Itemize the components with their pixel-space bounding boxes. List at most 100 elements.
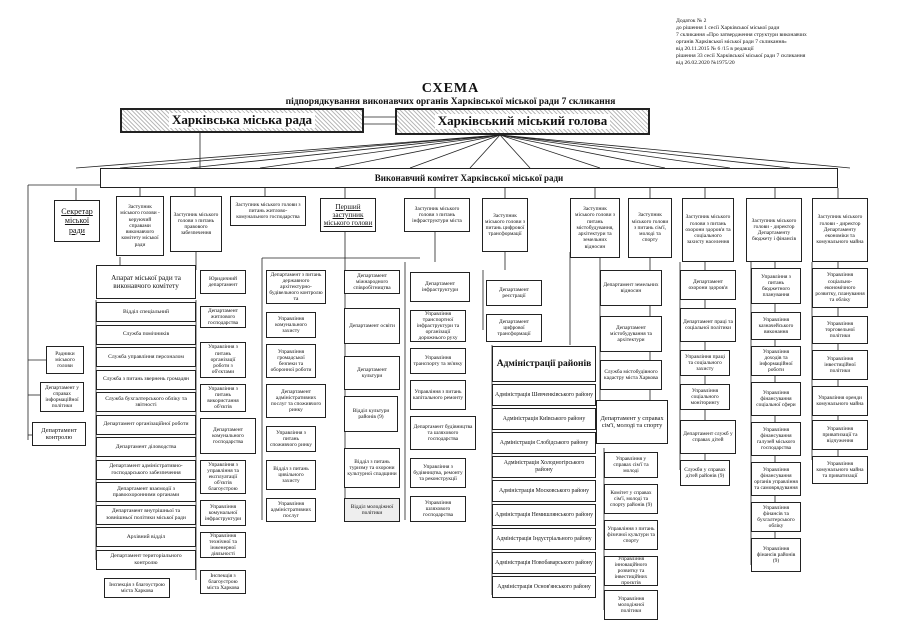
finance-box-label: Управління казначейського виконання	[758, 316, 794, 336]
health-box: Управління соціального моніторингу	[680, 384, 730, 410]
apparatus-item: Служба помічників	[96, 324, 196, 345]
urban-box-label: Департамент містобудування та архітектур…	[610, 324, 652, 344]
infrastructure-box: Департамент інфраструктури	[410, 272, 470, 302]
education-box-label: Департамент міжнародного співробітництва	[353, 272, 391, 292]
legal-dept-box-label: Управління з питань використання об'єкті…	[207, 385, 239, 411]
infrastructure-box: Управління з питань капітального ремонту	[410, 380, 466, 410]
apparatus-box: Апарат міської ради та виконавчого коміт…	[96, 265, 196, 299]
first-deputy-box-label: Департамент з питань державного архітект…	[269, 271, 323, 303]
deputy-label: Заступник міського голови з питань цифро…	[485, 212, 525, 238]
economy-box-label: Управління приватизації та відчуження	[822, 425, 858, 445]
education-box-label: Відділ з питань туризму та охорони культ…	[347, 458, 397, 478]
deputy-label: Заступник міського голови з питань житло…	[235, 201, 301, 221]
deputy-label: Перший заступник міського голови	[323, 202, 373, 228]
page-subtitle: підпорядкування виконавчих органів Харкі…	[285, 97, 616, 107]
apparatus-item-label: Архівний відділ	[126, 533, 166, 540]
secretary-label: Секретар міської ради	[61, 207, 93, 235]
legal-dept-box: Юридичний департамент	[200, 270, 246, 294]
education-box: Департамент освіти	[344, 308, 400, 344]
urban-box: Департамент земельних відносин	[600, 270, 662, 306]
district-box-label: Адміністрація Слобідського району	[499, 439, 589, 446]
advisers-label: Радники міського голови	[55, 350, 75, 370]
legal-dept-box: Управління з питань використання об'єкті…	[200, 384, 246, 412]
first-deputy-box-label: Відділ з питань цивільного захисту	[273, 465, 309, 485]
infrastructure-box-label: Управління транспорту та зв'язку	[413, 354, 463, 367]
finance-box: Управління з питань бюджетного плануванн…	[751, 268, 801, 304]
education-box: Відділ культури районів (9)	[344, 396, 398, 432]
deputy-label: Заступник міського голови з питань місто…	[575, 206, 615, 250]
economy-box-label: Управління торговельної політики	[825, 320, 855, 340]
infrastructure-box: Департамент будівництва та шляхового гос…	[410, 416, 476, 450]
legal-dept-box-label: Управління з управління та експлуатації …	[207, 461, 239, 493]
note-line: від 20.11.2015 № 6 /15 в редакції	[676, 45, 754, 52]
infrastructure-box-label: Управління транспортної інфраструктури т…	[416, 310, 460, 342]
health-box-label: Управління соціального моніторингу	[690, 387, 720, 407]
legal-dept-box-label: Департамент житлового господарства	[207, 307, 239, 327]
economy-box: Управління інвестиційної політики	[812, 350, 868, 380]
city-council-label: Харківська міська рада	[168, 112, 316, 128]
apparatus-item-label: Департамент територіального контролю	[110, 553, 182, 566]
health-box: Департамент праці та соціальної політики	[680, 308, 736, 342]
deputy-label: Заступник міського голови - керуючий спр…	[120, 204, 160, 248]
legal-dept-box-label: Управління комунальної інфраструктури	[204, 503, 242, 523]
infrastructure-box-label: Департамент інфраструктури	[421, 280, 459, 293]
education-box-label: Відділ молодіжної політики	[350, 503, 394, 516]
apparatus-item-label: Департамент адміністративно-господарсько…	[109, 463, 183, 476]
first-deputy-box: Департамент адміністративних послуг та с…	[266, 384, 326, 418]
legal-dept-box: Управління з управління та експлуатації …	[200, 460, 246, 494]
health-box: Департамент служб у справах дітей	[680, 420, 736, 454]
district-box: Адміністрація Індустріального району	[492, 528, 596, 550]
apparatus-item: Служба управління персоналом	[96, 347, 196, 367]
control-dept-box: Департамент контролю	[32, 422, 86, 446]
deputy-box: Заступник міського голови з питань право…	[170, 196, 222, 252]
economy-box: Управління соціально-економічного розвит…	[812, 268, 868, 308]
deputy-label: Заступник міського голови з питань інфра…	[412, 205, 462, 225]
finance-box-label: Управління фінансів районів (9)	[756, 545, 796, 565]
deputy-box: Заступник міського голови з питань інфра…	[404, 198, 470, 232]
family-sub-box-label: Управління молодіжної політики	[617, 595, 645, 615]
urban-box-label: Департамент земельних відносин	[603, 281, 659, 294]
family-sub-box: Управління з питань фізичної культури та…	[604, 520, 658, 550]
education-box: Відділ молодіжної політики	[344, 498, 400, 522]
legal-dept-box-label: Юридичний департамент	[208, 275, 238, 288]
finance-box: Управління фінансування органів управлін…	[751, 462, 801, 496]
deputy-box: Заступник міського голови - директор Деп…	[746, 198, 802, 262]
deputy-box: Заступник міського голови - керуючий спр…	[116, 196, 164, 256]
district-box: Адміністрація Новобаварського району	[492, 552, 596, 574]
infrastructure-box: Управління шляхового господарства	[410, 496, 466, 522]
finance-box-label: Управління фінансів та бухгалтерського о…	[757, 504, 795, 530]
apparatus-item: Служба з питань звернень громадян	[96, 369, 196, 390]
economy-box: Управління приватизації та відчуження	[812, 420, 868, 450]
infrastructure-box-label: Управління з будівництва, ремонту та рек…	[413, 463, 463, 483]
legal-dept-box: Управління технічної та інженерної діяль…	[200, 532, 246, 558]
education-box-label: Відділ культури районів (9)	[352, 407, 390, 420]
admin-districts-title-label: Адміністрації районів	[496, 358, 592, 369]
family-sub-box: Комітет у справах сім'ї, молоді та спорт…	[604, 484, 658, 514]
finance-box-label: Управління доходів та інформаційної робо…	[759, 348, 793, 374]
note-line: до рішення 1 сесії Харківської міської р…	[676, 24, 780, 31]
district-box-label: Адміністрація Шевченківського району	[495, 391, 593, 398]
economy-box: Управління комунального майна та привати…	[812, 456, 868, 484]
economy-box: Управління оренди комунального майна	[812, 386, 868, 416]
first-deputy-box-label: Управління комунального захисту	[275, 315, 307, 335]
finance-box-label: Управління з питань бюджетного плануванн…	[761, 273, 791, 299]
legal-dept-box: Управління з питань організації роботи з…	[200, 342, 246, 378]
district-box: Адміністрація Холодногірського району	[492, 456, 596, 478]
education-box: Відділ з питань туризму та охорони культ…	[344, 448, 400, 488]
apparatus-item-label: Департамент внутрішньої та зовнішньої по…	[106, 508, 186, 521]
health-box-label: Управління праці та соціального захисту	[685, 353, 725, 373]
header-note: Додаток № 2 до рішення 1 сесії Харківськ…	[676, 18, 891, 67]
exec-committee: Виконавчий комітет Харківської міської р…	[100, 168, 838, 188]
finance-box: Управління фінансування галузей міського…	[751, 422, 801, 456]
legal-dept-box-label: Інспекція з благоустрою міста Харкова	[206, 572, 240, 592]
family-sub-box: Управління у справах сім'ї та молоді	[604, 452, 658, 478]
district-box: Адміністрація Московського району	[492, 480, 596, 502]
city-mayor-label: Харківський міський голова	[434, 113, 611, 129]
apparatus-item-label: Департамент організаційної роботи	[103, 421, 189, 428]
deputy-label: Заступник міського голови з питань охоро…	[685, 214, 731, 246]
apparatus-item: Департамент організаційної роботи	[96, 414, 196, 435]
note-line: органів Харківської міської ради 7 склик…	[676, 38, 787, 45]
economy-box-label: Управління соціально-економічного розвит…	[815, 272, 865, 304]
apparatus-item-label: Департамент взаємодії з правоохоронними …	[112, 485, 180, 498]
district-box-label: Адміністрація Новобаварського району	[495, 559, 593, 566]
